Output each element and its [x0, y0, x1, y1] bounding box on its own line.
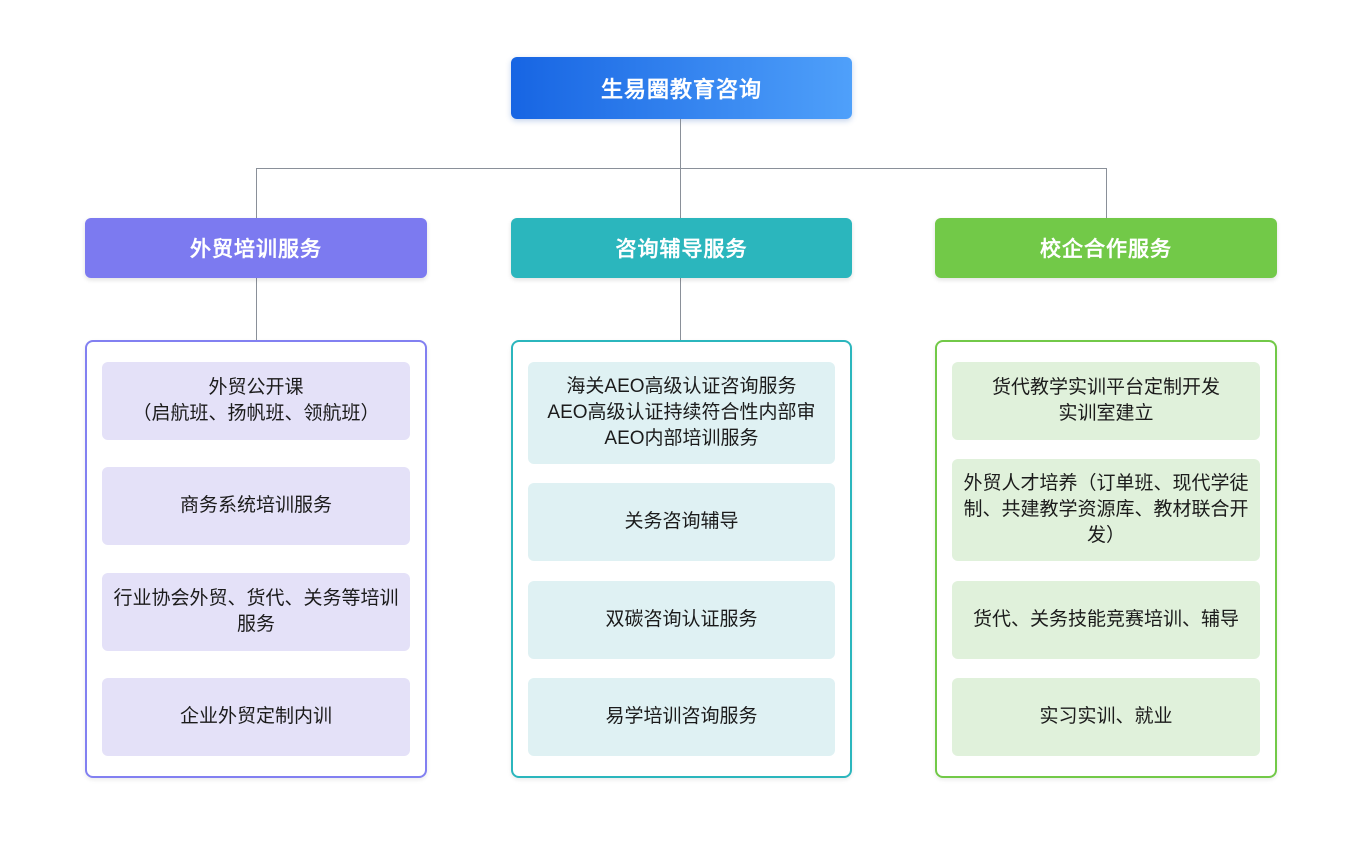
- connector-header-stem-left: [256, 278, 257, 340]
- service-item: 企业外贸定制内训: [102, 677, 410, 756]
- connector-drop-right: [1106, 168, 1107, 218]
- service-item: 实习实训、就业: [952, 677, 1260, 756]
- branch-header-trade-training: 外贸培训服务: [85, 218, 427, 278]
- root-node: 生易圈教育咨询: [511, 57, 852, 119]
- connector-drop-center: [680, 168, 681, 218]
- connector-root-stem: [680, 119, 681, 168]
- branch-header-school-enterprise: 校企合作服务: [935, 218, 1277, 278]
- service-item: 易学培训咨询服务: [528, 677, 835, 756]
- branch-container-consulting: 海关AEO高级认证咨询服务 AEO高级认证持续符合性内部审 AEO内部培训服务 …: [511, 340, 852, 778]
- branch-header-label: 校企合作服务: [1040, 238, 1172, 261]
- connector-header-stem-center: [680, 278, 681, 340]
- branch-header-label: 外贸培训服务: [190, 238, 322, 261]
- connector-drop-left: [256, 168, 257, 218]
- service-item: 外贸公开课 （启航班、扬帆班、领航班）: [102, 362, 410, 440]
- branch-header-label: 咨询辅导服务: [615, 238, 748, 261]
- branch-container-school-enterprise: 货代教学实训平台定制开发 实训室建立 外贸人才培养（订单班、现代学徒制、共建教学…: [935, 340, 1277, 778]
- branch-header-consulting: 咨询辅导服务: [511, 218, 852, 278]
- service-item: 货代、关务技能竞赛培训、辅导: [952, 580, 1260, 659]
- root-node-label: 生易圈教育咨询: [600, 77, 762, 102]
- branch-container-trade-training: 外贸公开课 （启航班、扬帆班、领航班） 商务系统培训服务 行业协会外贸、货代、关…: [85, 340, 427, 778]
- service-item: 货代教学实训平台定制开发 实训室建立: [952, 362, 1260, 440]
- service-item: 海关AEO高级认证咨询服务 AEO高级认证持续符合性内部审 AEO内部培训服务: [528, 362, 835, 464]
- service-item: 外贸人才培养（订单班、现代学徒制、共建教学资源库、教材联合开发）: [952, 459, 1260, 562]
- service-item: 行业协会外贸、货代、关务等培训服务: [102, 572, 410, 651]
- service-item: 商务系统培训服务: [102, 467, 410, 546]
- service-item: 双碳咨询认证服务: [528, 580, 835, 659]
- connector-horizontal-bar: [256, 168, 1107, 169]
- service-item: 关务咨询辅导: [528, 483, 835, 562]
